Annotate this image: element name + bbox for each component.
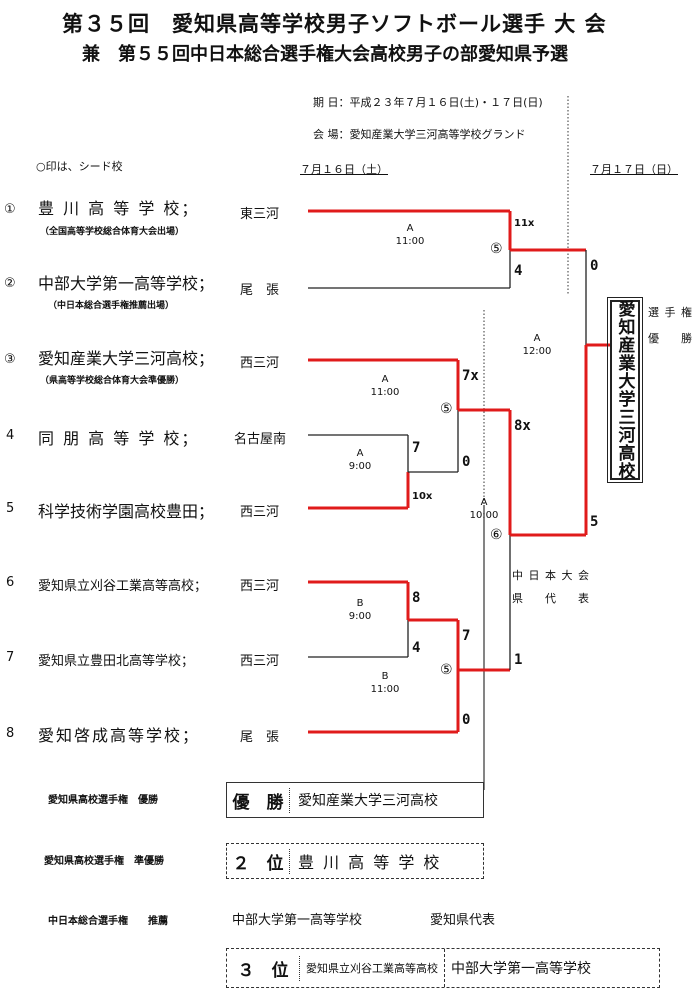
score: 1 [514,652,523,668]
seed-mark: ③ [4,352,16,367]
match-number: ⑤ [490,241,503,257]
team-name: 愛知県立豊田北高等学校； [38,654,195,669]
match-time: 11:00 [370,387,400,398]
team-note: （県高等学校総合体育大会準優勝） [40,376,185,386]
score: 0 [462,454,471,470]
match-time: 11:00 [395,236,425,247]
team-name: 科学技術学園高校豊田； [38,502,215,521]
seed-mark: 8 [6,726,15,741]
event-venue: 会 場：愛知産業大学三河高等学校グランド [313,128,526,141]
score: 11x [514,218,535,229]
result-team: 愛知産業大学三河高校 [298,793,438,809]
team-name: 愛知啓成高等学校； [38,726,201,745]
result-rank: ３ 位 [227,955,300,981]
score: 4 [412,640,421,656]
match-court: A [356,448,364,459]
seed-mark: 6 [6,575,15,590]
event-dates: 期 日：平成２３年７月１６日(土)・１７日(日) [313,96,543,109]
match-number: ⑤ [440,662,453,678]
team-region: 名古屋南 [234,432,287,447]
score: 0 [590,258,599,274]
team-region: 尾 張 [240,730,280,745]
result-caption: 愛知県高校選手権 準優勝 [44,856,164,867]
match-info: A 11:00 [360,373,410,399]
match-court: B [381,671,389,682]
match-court: A [480,497,488,508]
page-title: 第３５回 愛知県高等学校男子ソフトボール選手 大 会 [62,12,607,36]
team-region: 西三河 [240,579,280,594]
result-rank: 優 勝 [227,787,290,813]
third-result-box: ３ 位 愛知県立刈谷工業高等高校 中部大学第一高等学校 [226,948,660,988]
seed-mark: 5 [6,501,15,516]
team-region: 東三河 [240,207,280,222]
match-info: A 11:00 [385,222,435,248]
team-name: 豊 川 高 等 学 校； [38,199,200,218]
result-team: 愛知県立刈谷工業高等高校 [300,949,445,987]
team-region: 西三河 [240,654,280,669]
score: 8x [514,418,531,434]
result-caption: 愛知県高校選手権 優勝 [48,795,158,806]
seed-mark: ① [4,202,16,217]
recommended-team: 中部大学第一高等学校 [232,913,363,928]
match-info: A 9:00 [335,447,385,473]
second-result-box: ２ 位 豊 川 高 等 学 校 [226,843,484,879]
match-time: 10:00 [469,510,499,521]
score: 5 [590,514,599,530]
result-team: 中部大学第一高等学校 [451,961,591,977]
page-subtitle: 兼 第５５回中日本総合選手権大会高校男子の部愛知県予選 [82,44,568,65]
match-info: A 10:00 [459,496,509,522]
score: 7 [462,628,471,644]
chunichi-rep-label: 中 日 本 大 会 [512,569,590,582]
score: 7 [412,440,421,456]
match-info: B 9:00 [335,597,385,623]
recommended-rep: 愛知県代表 [430,913,496,928]
team-name: 愛知県立刈谷工業高等高校； [38,579,208,594]
match-info: B 11:00 [360,670,410,696]
match-time: 11:00 [370,684,400,695]
champion-label: 優 勝 [648,332,692,345]
score: 4 [514,263,523,279]
match-number: ⑥ [490,527,503,543]
seed-mark: 7 [6,650,15,665]
team-name: 同 朋 高 等 学 校； [38,429,200,448]
team-note: （全国高等学校総合体育大会出場） [40,227,185,237]
result-team: 豊 川 高 等 学 校 [298,853,442,872]
team-region: 西三河 [240,505,280,520]
champion-label: 選 手 権 [648,306,693,319]
match-time: 12:00 [522,346,552,357]
match-court: A [406,223,414,234]
match-time: 9:00 [348,611,372,622]
match-court: B [356,598,364,609]
seed-mark: 4 [6,428,15,443]
day1-label: ７月１６日（土） [300,163,388,176]
team-region: 尾 張 [240,283,280,298]
match-time: 9:00 [348,461,372,472]
team-name: 中部大学第一高等学校； [38,274,215,293]
score: 0 [462,712,471,728]
seed-mark: ② [4,276,16,291]
team-name: 愛知産業大学三河高校； [38,349,215,368]
winner-result-box: 優 勝 愛知産業大学三河高校 [226,782,484,818]
result-rank: ２ 位 [227,848,290,874]
team-note: （中日本総合選手権推薦出場） [48,301,175,311]
score: 8 [412,590,421,606]
match-number: ⑤ [440,401,453,417]
score: 7x [462,368,479,384]
day2-label: ７月１７日（日） [590,163,678,176]
champion-box: 愛知産業大学三河高校 [607,297,643,483]
match-court: A [533,333,541,344]
seed-note: ○印は、シード校 [36,160,123,173]
team-region: 西三河 [240,356,280,371]
score: 10x [412,491,433,502]
result-caption: 中日本総合選手権 推薦 [48,916,168,927]
match-info: A 12:00 [512,332,562,358]
match-court: A [381,374,389,385]
chunichi-rep-label: 県 代 表 [512,592,589,605]
